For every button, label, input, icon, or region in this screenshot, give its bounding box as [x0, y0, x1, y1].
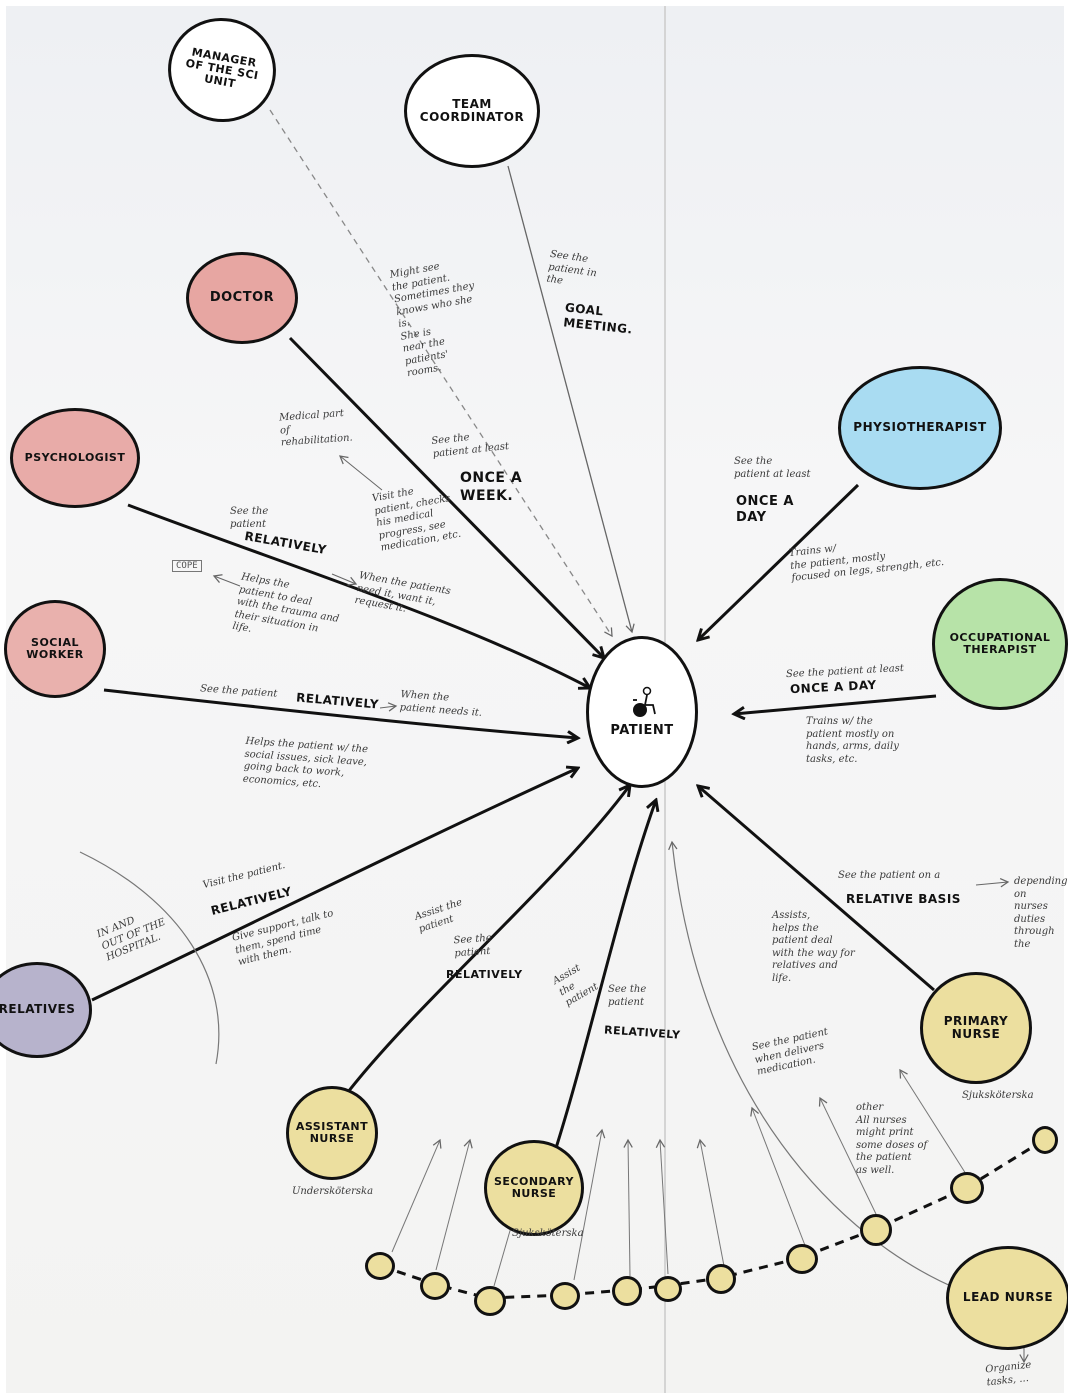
cope-label: COPE — [172, 560, 202, 572]
nurse-dot — [950, 1172, 984, 1204]
arrow-manager-patient — [269, 109, 613, 638]
arrow-ot-patient — [734, 694, 937, 714]
primary-frequency: See the patient on a — [838, 870, 941, 881]
arrow-coordinator-patient — [507, 165, 635, 634]
node-team-coordinator: TEAM COORDINATOR — [404, 54, 540, 168]
nurse-dot — [420, 1272, 450, 1300]
node-lead-nurse: LEAD NURSE — [946, 1246, 1068, 1350]
secondary-subtitle: Sjuksköterska — [512, 1228, 584, 1239]
arrow-leadnurse-patient — [668, 840, 961, 1291]
physio-once-a-day: ONCE A DAY — [736, 494, 794, 526]
arrow-secondary-patient — [554, 800, 656, 1149]
primary-subtitle: Sjuksköterska — [962, 1090, 1034, 1101]
doctor-role: Medical part of rehabilitation. — [278, 408, 354, 449]
arrow-psychologist-patient — [127, 503, 590, 688]
primary-depending: depending on nurses duties through the — [1014, 876, 1068, 950]
nurse-dot — [706, 1264, 736, 1294]
ot-task: Trains w/ the patient mostly on hands, a… — [806, 716, 899, 765]
other-nurses-note: other All nurses might print some doses … — [856, 1102, 928, 1176]
node-primary-nurse: PRIMARY NURSE — [920, 972, 1032, 1084]
arrow-primary-patient — [698, 786, 935, 992]
patient-label: PATIENT — [610, 722, 674, 738]
node-doctor: DOCTOR — [186, 252, 298, 344]
node-relatives: RELATIVES — [0, 962, 92, 1058]
arrow-doctor-patient — [288, 336, 604, 658]
primary-task: Assists, helps the patient deal with the… — [772, 910, 855, 984]
arrow-relatives-patient — [91, 768, 578, 1002]
assistant-subtitle: Undersköterska — [292, 1186, 374, 1197]
node-social-worker: SOCIAL WORKER — [4, 600, 106, 698]
nurse-dot — [365, 1252, 395, 1280]
arrow-physio-patient — [698, 483, 860, 640]
psychologist-frequency: See the patient — [230, 506, 269, 530]
doctor-once-a-week: ONCE A WEEK. — [460, 470, 523, 504]
arrow-socialworker-patient — [103, 688, 578, 738]
physio-frequency: See the patient at least — [734, 456, 811, 480]
primary-relative-basis: RELATIVE BASIS — [846, 892, 961, 906]
secondary-frequency: See the patient — [608, 984, 647, 1008]
node-occupational-therapist: OCCUPATIONAL THERAPIST — [932, 578, 1068, 710]
nurse-dot — [550, 1282, 580, 1310]
hospital-boundary-arc — [79, 851, 220, 1065]
assistant-relatively: RELATIVELY — [446, 968, 523, 981]
node-assistant-nurse: ASSISTANT NURSE — [286, 1086, 378, 1180]
node-psychologist: PSYCHOLOGIST — [10, 408, 140, 508]
node-physiotherapist: PHYSIOTHERAPIST — [838, 366, 1002, 490]
wheelchair-icon — [633, 686, 656, 717]
nurse-dot — [1032, 1126, 1058, 1154]
arrow-assistant-patient — [346, 785, 630, 1093]
nurse-dot — [860, 1214, 892, 1246]
node-patient: PATIENT — [586, 636, 698, 788]
nurse-dot — [474, 1286, 506, 1316]
nurse-dot — [612, 1276, 642, 1306]
nurse-dot — [654, 1276, 682, 1302]
lead-task: Organize tasks, ... — [984, 1359, 1032, 1388]
nurse-dot — [786, 1244, 818, 1274]
social-task: Helps the patient w/ the social issues, … — [242, 735, 369, 790]
node-secondary-nurse: SECONDARY NURSE — [484, 1140, 584, 1236]
assistant-frequency: See the patient — [453, 932, 493, 959]
coordinator-frequency: See the patient in the — [545, 248, 598, 287]
